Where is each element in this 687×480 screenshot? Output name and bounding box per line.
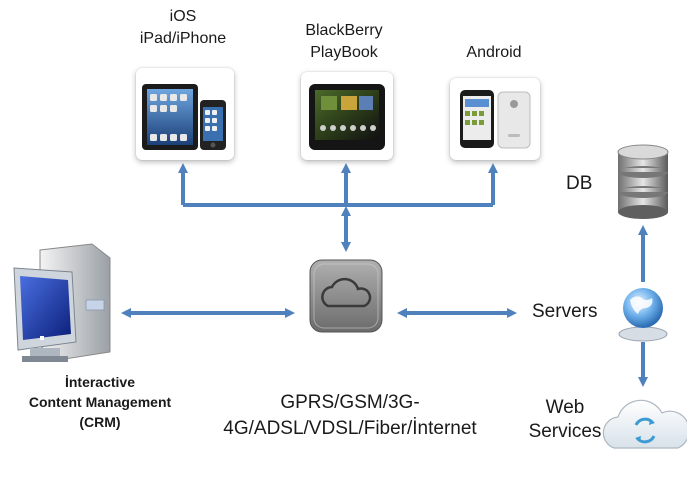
servers-label: Servers <box>532 301 598 322</box>
network-label: GPRS/GSM/3G- 4G/ADSL/VDSL/Fiber/İnternet <box>204 390 496 442</box>
blackberry-device-card <box>301 72 393 160</box>
web-services-label: Web Services <box>518 396 612 444</box>
crm-label-line2: Content Management <box>28 394 172 410</box>
db-label: DB <box>566 173 593 194</box>
crm-label-line3: (CRM) <box>79 414 121 430</box>
ios-label: iOS iPad/iPhone <box>120 6 246 50</box>
blackberry-label: BlackBerry PlayBook <box>284 20 404 64</box>
crm-label-line1: İnteractive <box>64 374 136 390</box>
android-device-card <box>450 78 540 160</box>
android-tablet-icon <box>460 90 531 149</box>
web-services-label-line2: Services <box>528 421 602 442</box>
web-services-label-line1: Web <box>545 397 585 418</box>
ios-device-card <box>136 68 234 160</box>
android-label: Android <box>436 42 552 64</box>
network-label-line1: GPRS/GSM/3G- <box>280 392 420 413</box>
android-label-line1: Android <box>466 44 522 61</box>
ipad-iphone-icon <box>142 84 226 150</box>
network-label-line2: 4G/ADSL/VDSL/Fiber/İnternet <box>223 418 477 439</box>
blackberry-label-line1: BlackBerry <box>305 22 383 39</box>
crm-label: İnteractive Content Management (CRM) <box>0 372 200 432</box>
ios-label-line1: iOS <box>169 8 197 25</box>
blackberry-label-line2: PlayBook <box>310 44 378 61</box>
ios-label-line2: iPad/iPhone <box>139 30 227 47</box>
playbook-icon <box>309 84 385 150</box>
